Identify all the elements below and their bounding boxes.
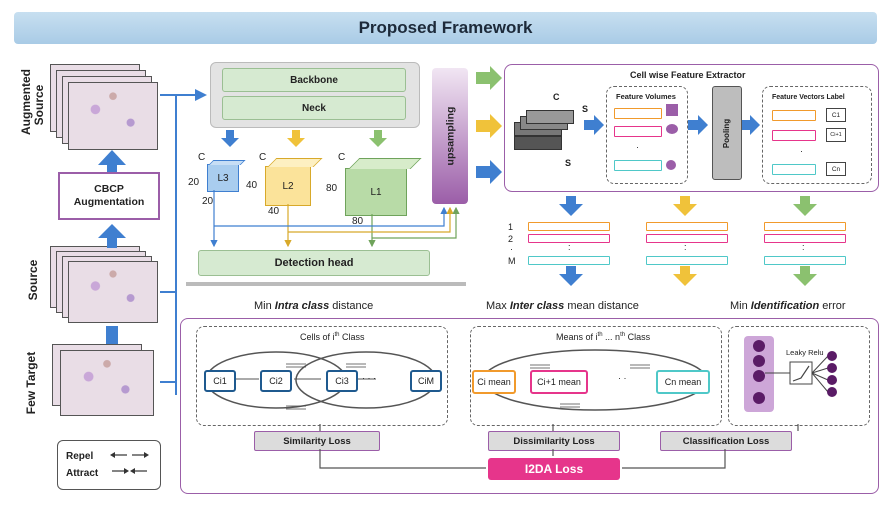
identification-heading: Min Identification error: [730, 300, 846, 312]
row-bar-c2: [764, 234, 846, 243]
backbone-box: Backbone: [222, 68, 406, 92]
feature-vectors-box: [762, 86, 872, 184]
detection-head-shadow: [186, 282, 466, 286]
row-label-dot: ·: [510, 244, 513, 254]
row-bar-a2: [528, 234, 610, 243]
feature-extractor-title: Cell wise Feature Extractor: [630, 70, 746, 80]
feature-volumes-label: Feature Volumes: [616, 92, 676, 101]
cube-l3-c-label: C: [198, 152, 206, 163]
intra-dots: · · ·: [362, 373, 376, 383]
intra-class-box: [196, 326, 448, 426]
inter-class-box: [470, 326, 722, 426]
row-bar-b2: [646, 234, 728, 243]
cube-l3-w-label: 20: [188, 177, 200, 188]
cube-l1: L1: [345, 168, 407, 216]
label-ci1: Ci+1: [826, 128, 846, 142]
leaky-relu-label: Leaky Relu: [786, 348, 824, 357]
similarity-loss: Similarity Loss: [254, 431, 380, 451]
few-target-images: [52, 344, 172, 424]
source-label: Source: [26, 259, 40, 301]
loss-frame: [180, 318, 879, 494]
cube-l2-c-label: C: [259, 152, 267, 163]
label-cn: Cn: [826, 162, 846, 176]
feature-cube: [514, 110, 574, 150]
row-bar-bm: [646, 256, 728, 265]
cube-l1-c-label: C: [338, 152, 346, 163]
row-bar-cm: [764, 256, 846, 265]
feature-volume-1: [614, 108, 662, 119]
row-bar-b1: [646, 222, 728, 231]
feature-volume-dots: ·: [636, 142, 639, 152]
inter-dots: · ·: [618, 373, 627, 383]
row-bar-c1: [764, 222, 846, 231]
row-bar-a1: [528, 222, 610, 231]
detection-head-box: Detection head: [198, 250, 430, 276]
i2da-loss: I2DA Loss: [488, 458, 620, 480]
cube-l2: L2: [265, 166, 311, 206]
intra-node-2: Ci2: [260, 370, 292, 392]
row-label-m: M: [508, 256, 516, 266]
cbcp-augmentation-box: CBCP Augmentation: [58, 172, 160, 220]
cube-l3-d-label: 20: [202, 196, 214, 207]
inter-node-n: Cn mean: [656, 370, 710, 394]
augmented-source-images: [50, 64, 170, 154]
feature-vector-dots: ·: [800, 146, 803, 156]
feature-vector-1: [772, 110, 816, 121]
page-title: Proposed Framework: [14, 12, 877, 44]
ident-net: [753, 340, 837, 404]
cube-l1-w-label: 80: [326, 183, 338, 194]
cube-l3: L3: [207, 164, 239, 192]
row-colon-b: :: [684, 242, 687, 252]
inter-node-i: Ci mean: [472, 370, 516, 394]
feature-vector-n: [772, 164, 816, 175]
dissimilarity-loss: Dissimilarity Loss: [488, 431, 620, 451]
row-colon-a: :: [568, 242, 571, 252]
row-colon-c: :: [802, 242, 805, 252]
extractor-s2-label: S: [565, 158, 572, 168]
label-c1: C1: [826, 108, 846, 122]
feature-extractor-frame: [504, 64, 879, 192]
feature-volumes-box: [606, 86, 688, 184]
pooling-block: Pooling: [712, 86, 742, 180]
upsampling-block: upsampling: [432, 68, 468, 204]
intra-class-heading: Min Intra class distance: [254, 300, 374, 312]
row-label-2: 2: [508, 234, 514, 244]
inter-box-title: Means of ith ... nth Class: [556, 332, 651, 342]
inter-node-i1: Ci+1 mean: [530, 370, 588, 394]
intra-node-3: Ci3: [326, 370, 358, 392]
neck-box: Neck: [222, 96, 406, 120]
feature-volume-2: [614, 126, 662, 137]
identification-box: [728, 326, 870, 426]
feature-volume-n: [614, 160, 662, 171]
feature-vectors-label: Feature Vectors Label: [772, 94, 845, 101]
source-images: [50, 246, 170, 326]
extractor-s1-label: S: [582, 104, 589, 114]
legend: Repel Attract: [57, 440, 161, 490]
row-label-1: 1: [508, 222, 514, 232]
intra-node-1: Ci1: [204, 370, 236, 392]
row-bar-am: [528, 256, 610, 265]
cube-l1-d-label: 80: [352, 216, 364, 227]
cube-l2-d-label: 40: [268, 206, 280, 217]
augmented-source-label: Augmented Source: [19, 69, 46, 135]
feature-vector-2: [772, 130, 816, 141]
intra-node-m: CiM: [410, 370, 442, 392]
intra-box-title: Cells of ith Class: [300, 332, 365, 342]
extractor-c-label: C: [553, 92, 560, 102]
inter-class-heading: Max Inter class mean distance: [486, 300, 639, 312]
classification-loss: Classification Loss: [660, 431, 792, 451]
few-target-label: Few Target: [24, 351, 38, 415]
cube-l2-w-label: 40: [246, 180, 258, 191]
